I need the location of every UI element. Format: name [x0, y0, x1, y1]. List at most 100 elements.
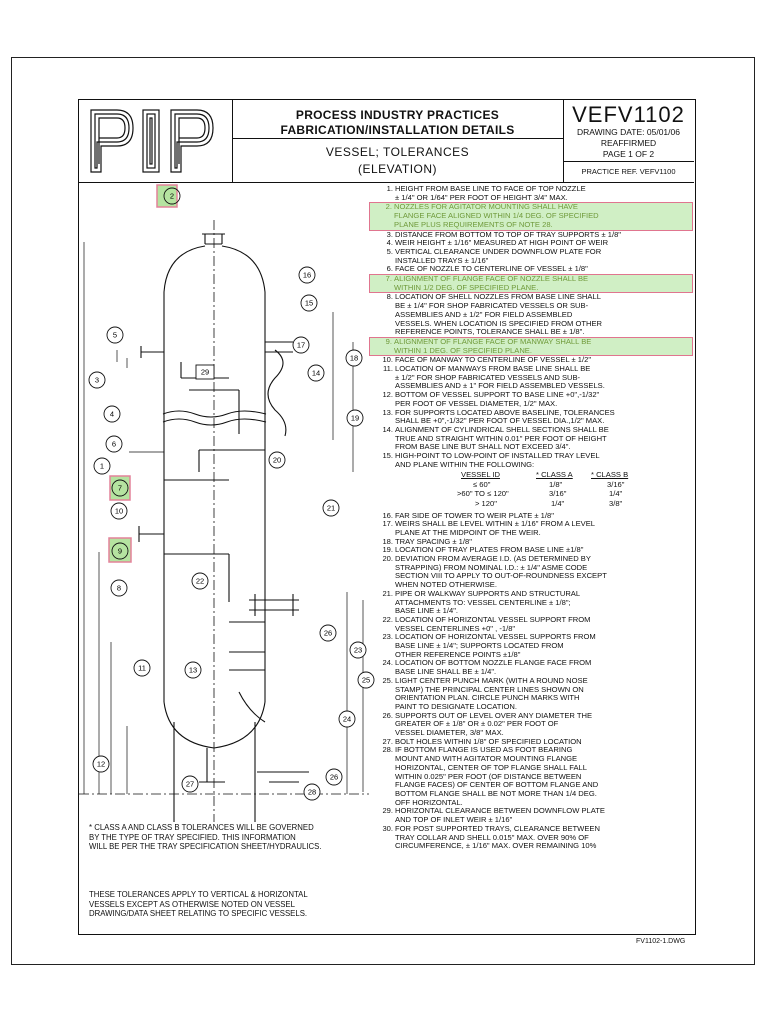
callout-label: 17 [297, 341, 305, 350]
note-number: 28. [382, 745, 393, 755]
note-text: FACE OF MANWAY TO CENTERLINE OF VESSEL ±… [395, 355, 592, 365]
callout-label: 24 [343, 715, 351, 724]
callout-label: 8 [117, 584, 121, 593]
callout-label: 1 [100, 462, 104, 471]
title-divider [232, 138, 563, 139]
note-17: 17.WEIRS SHALL BE LEVEL WITHIN ± 1/16" F… [375, 519, 693, 537]
callout-11: 11 [133, 659, 151, 677]
note-29: 29.HORIZONTAL CLEARANCE BETWEEN DOWNFLOW… [375, 807, 693, 824]
callout-20: 20 [268, 451, 286, 469]
note-14: 14.ALIGNMENT OF CYLINDRICAL SHELL SECTIO… [375, 424, 693, 452]
note-text: LOCATION OF SHELL NOZZLES FROM BASE LINE… [395, 292, 603, 337]
note-number: 7. [385, 274, 392, 284]
title-block: PROCESS INDUSTRY PRACTICES FABRICATION/I… [79, 100, 694, 183]
callout-label: 6 [112, 440, 116, 449]
callout-label: 3 [95, 376, 99, 385]
table-cell: 1/4" [609, 489, 623, 498]
pip-logo [79, 100, 233, 182]
note-12: 12.BOTTOM OF VESSEL SUPPORT TO BASE LINE… [375, 390, 693, 408]
note-25: 25.LIGHT CENTER PUNCH MARK (WITH A ROUND… [375, 675, 693, 712]
note-number: 11. [383, 364, 393, 374]
note-text: FACE OF NOZZLE TO CENTERLINE OF VESSEL ±… [395, 264, 588, 274]
note-9: 9.ALIGNMENT OF FLANGE FACE OF MANWAY SHA… [369, 336, 693, 357]
note-number: 20. [382, 554, 393, 564]
note-23: 23.LOCATION OF HORIZONTAL VESSEL SUPPORT… [375, 632, 693, 659]
practice-reference: PRACTICE REF. VEFV1100 [581, 167, 676, 176]
callout-label: 27 [186, 780, 194, 789]
note-19: 19.LOCATION OF TRAY PLATES FROM BASE LIN… [375, 545, 693, 555]
callout-22: 22 [191, 572, 209, 590]
note-text: HIGH-POINT TO LOW-POINT OF INSTALLED TRA… [395, 451, 600, 469]
class-footnote: * CLASS A AND CLASS B TOLERANCES WILL BE… [89, 823, 322, 851]
callout-label: 18 [350, 354, 358, 363]
callout-label: 10 [115, 507, 123, 516]
callout-7: 7 [111, 479, 129, 497]
table-header: * CLASS A [536, 469, 573, 479]
note-number: 12. [382, 390, 393, 400]
callout-label: 25 [362, 676, 370, 685]
callout-23: 23 [349, 641, 367, 659]
general-footnote: THESE TOLERANCES APPLY TO VERTICAL & HOR… [89, 890, 308, 918]
note-22: 22.LOCATION OF HORIZONTAL VESSEL SUPPORT… [375, 615, 693, 633]
note-number: 30. [382, 823, 393, 833]
table-cell: >60" TO ≤ 120" [457, 489, 509, 498]
note-text: FOR POST SUPPORTED TRAYS, CLEARANCE BETW… [395, 823, 600, 851]
note-number: 27. [382, 736, 393, 746]
note-number: 29. [382, 806, 393, 816]
callout-15: 15 [300, 294, 318, 312]
tolerance-notes: 1.HEIGHT FROM BASE LINE TO FACE OF TOP N… [369, 184, 693, 851]
note-18: 18.TRAY SPACING ± 1/8" [375, 536, 693, 547]
callout-label: 9 [118, 547, 122, 556]
document-id-box: VEFV1102 DRAWING DATE: 05/01/06 REAFFIRM… [563, 100, 694, 182]
note-number: 18. [382, 536, 393, 546]
note-text: LOCATION OF HORIZONTAL VESSEL SUPPORTS F… [395, 632, 596, 659]
callout-label: 14 [312, 369, 320, 378]
callout-26: 26 [319, 624, 337, 642]
note-number: 23. [382, 632, 393, 642]
note-text: DEVIATION FROM AVERAGE I.D. (AS DETERMIN… [395, 554, 607, 590]
note-number: 25. [382, 675, 393, 685]
note-number: 10. [382, 355, 393, 365]
note-2: 2.NOZZLES FOR AGITATOR MOUNTING SHALL HA… [369, 202, 693, 231]
note-text: HEIGHT FROM BASE LINE TO FACE OF TOP NOZ… [395, 184, 586, 202]
callout-16: 16 [298, 266, 316, 284]
id-divider [563, 161, 694, 162]
note-number: 21. [382, 588, 393, 598]
note-text: TRAY SPACING ± 1/8" [395, 536, 472, 546]
drawing-sheet: PROCESS INDUSTRY PRACTICES FABRICATION/I… [78, 99, 696, 935]
subtitle-line-1: VESSEL; TOLERANCES [325, 145, 470, 159]
callout-label: 4 [110, 410, 114, 419]
note-text: IF BOTTOM FLANGE IS USED AS FOOT BEARING… [395, 745, 599, 807]
callout-21: 21 [322, 499, 340, 517]
note-number: 17. [382, 519, 393, 529]
note-text: BOTTOM OF VESSEL SUPPORT TO BASE LINE +0… [395, 390, 600, 408]
note-number: 14. [382, 424, 393, 434]
note-text: BOLT HOLES WITHIN 1/8" OF SPECIFIED LOCA… [395, 736, 582, 746]
note-number: 26. [382, 710, 393, 720]
callout-12: 12 [92, 755, 110, 773]
note-text: HORIZONTAL CLEARANCE BETWEEN DOWNFLOW PL… [395, 806, 605, 825]
note-text: WEIR HEIGHT ± 1/16" MEASURED AT HIGH POI… [395, 238, 609, 248]
table-cell: 1/4" [551, 498, 565, 508]
title-line-2: FABRICATION/INSTALLATION DETAILS [280, 123, 515, 137]
note-text: DISTANCE FROM BOTTOM TO TOP OF TRAY SUPP… [395, 229, 622, 239]
callout-9: 9 [111, 542, 129, 560]
table-header: * CLASS B [591, 469, 629, 479]
note-27: 27.BOLT HOLES WITHIN 1/8" OF SPECIFIED L… [375, 736, 693, 747]
note-number: 4. [386, 238, 393, 248]
callout-28: 28 [303, 783, 321, 801]
note-21: 21.PIPE OR WALKWAY SUPPORTS AND STRUCTUR… [375, 588, 693, 616]
note-number: 16. [382, 510, 393, 520]
callout-label: 2 [170, 192, 174, 201]
note-text: NOZZLES FOR AGITATOR MOUNTING SHALL HAVE… [394, 202, 599, 229]
note-3: 3.DISTANCE FROM BOTTOM TO TOP OF TRAY SU… [375, 229, 693, 240]
title-line-1: PROCESS INDUSTRY PRACTICES [295, 108, 500, 122]
callout-2: 2 [163, 187, 181, 205]
note-text: WEIRS SHALL BE LEVEL WITHIN ± 1/16" FROM… [395, 519, 596, 537]
page-number: PAGE 1 OF 2 [602, 149, 655, 159]
note-16: 16.FAR SIDE OF TOWER TO WEIR PLATE ± 1/8… [375, 510, 693, 521]
tray-tolerance-table: VESSEL ID* CLASS A* CLASS B≤ 60"1/8"3/16… [375, 470, 693, 512]
subtitle-line-2: (ELEVATION) [357, 162, 438, 176]
note-number: 3. [386, 229, 393, 239]
note-15: 15.HIGH-POINT TO LOW-POINT OF INSTALLED … [375, 451, 693, 469]
